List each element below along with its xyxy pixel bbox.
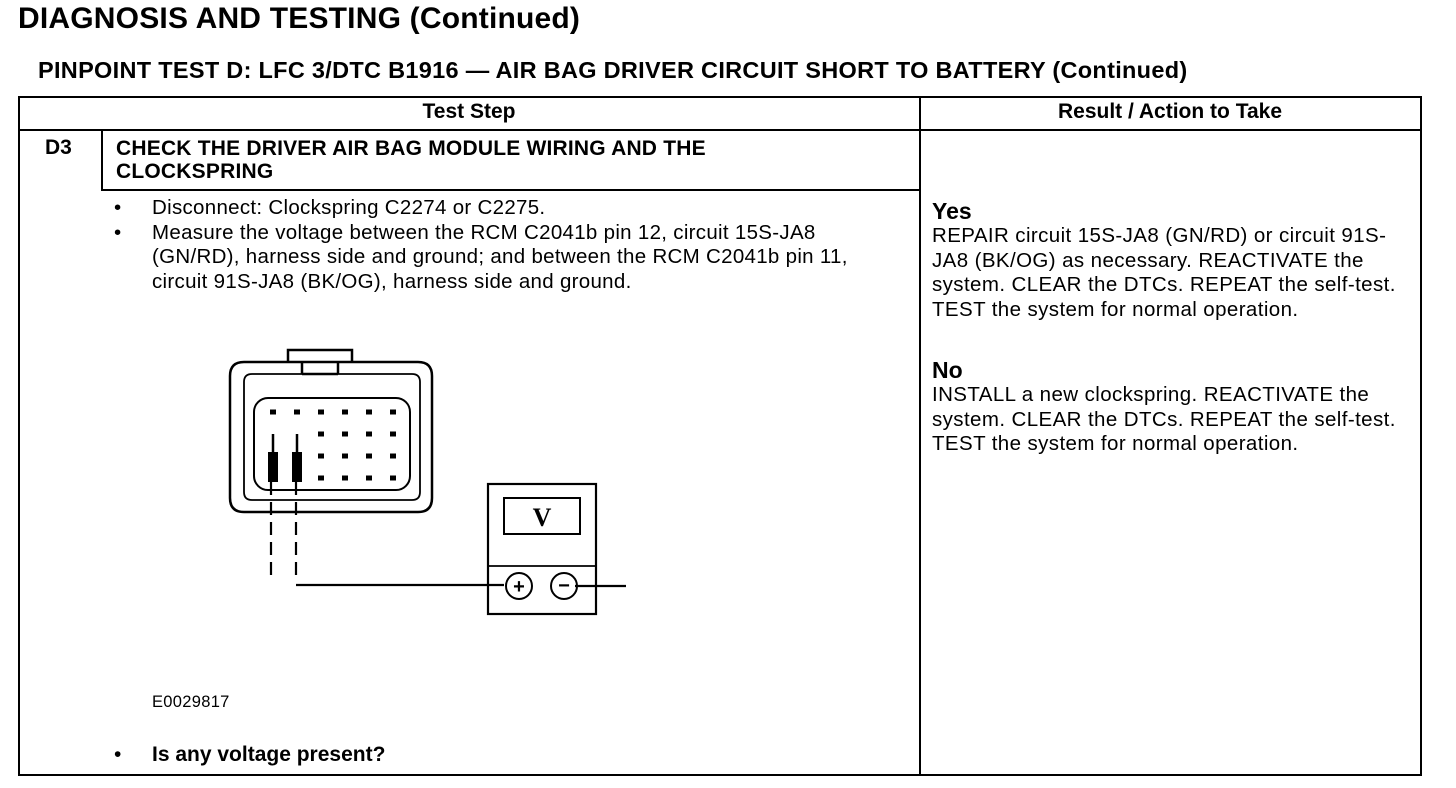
step-heading-line-1: CHECK THE DRIVER AIR BAG MODULE WIRING A… xyxy=(116,137,706,160)
result-no-label: No xyxy=(932,357,963,383)
pin-cavity xyxy=(342,453,348,459)
column-header-test-step: Test Step xyxy=(422,100,516,123)
pin-cavity xyxy=(390,409,396,415)
pinpoint-test-title: PINPOINT TEST D: LFC 3/DTC B1916 — AIR B… xyxy=(38,57,1188,83)
step-instructions: Disconnect: Clockspring C2274 or C2275. … xyxy=(110,196,890,294)
step-id-divider xyxy=(101,130,103,190)
figure-id: E0029817 xyxy=(152,693,230,711)
result-yes-label: Yes xyxy=(932,198,972,224)
step-heading-divider xyxy=(101,189,921,191)
result-no-text: INSTALL a new clockspring. REACTIVATE th… xyxy=(932,383,1396,455)
pin-cavity xyxy=(366,409,372,415)
pin-cavity xyxy=(366,431,372,437)
connector-latch xyxy=(286,348,354,362)
pin-cavity xyxy=(366,475,372,481)
step-heading-line-2: CLOCKSPRING xyxy=(116,160,274,183)
pin-cavity xyxy=(342,409,348,415)
result-yes-text: REPAIR circuit 15S-JA8 (GN/RD) or circui… xyxy=(932,224,1396,321)
pin-cavity xyxy=(366,453,372,459)
pin-cavity xyxy=(390,475,396,481)
page-title: DIAGNOSIS AND TESTING (Continued) xyxy=(18,2,581,35)
pin-cavity xyxy=(318,475,324,481)
header-divider xyxy=(18,129,1422,131)
pin-cavity xyxy=(390,453,396,459)
column-divider xyxy=(919,96,921,776)
result-yes: Yes REPAIR circuit 15S-JA8 (GN/RD) or ci… xyxy=(932,198,1420,322)
probe-pin-12 xyxy=(268,452,278,482)
pin-cavities xyxy=(270,409,396,481)
step-question: Is any voltage present? xyxy=(110,743,385,767)
pin-cavity xyxy=(318,409,324,415)
column-header-result: Result / Action to Take xyxy=(1057,100,1283,123)
connector-voltmeter-diagram: V + − xyxy=(228,348,626,616)
probe-pin-11 xyxy=(292,452,302,482)
voltmeter xyxy=(486,482,598,616)
step-id: D3 xyxy=(45,136,72,159)
test-table xyxy=(18,96,1422,776)
connector-body xyxy=(228,360,434,514)
step-heading: CHECK THE DRIVER AIR BAG MODULE WIRING A… xyxy=(116,137,706,183)
plus-terminal xyxy=(505,572,533,600)
pin-cavity xyxy=(342,475,348,481)
pin-cavity xyxy=(270,409,276,415)
result-no: No INSTALL a new clockspring. REACTIVATE… xyxy=(932,357,1420,457)
instruction-item: Measure the voltage between the RCM C204… xyxy=(110,221,890,295)
pin-cavity xyxy=(390,431,396,437)
plus-sign: + xyxy=(513,576,525,598)
minus-sign: − xyxy=(558,575,570,597)
pin-cavity xyxy=(318,453,324,459)
pin-cavity xyxy=(342,431,348,437)
instruction-item: Disconnect: Clockspring C2274 or C2275. xyxy=(110,196,890,221)
pin-cavity xyxy=(294,409,300,415)
pin-cavity xyxy=(318,431,324,437)
voltmeter-label: V xyxy=(533,503,552,532)
voltmeter-display xyxy=(503,497,581,535)
connector-face xyxy=(253,397,411,491)
